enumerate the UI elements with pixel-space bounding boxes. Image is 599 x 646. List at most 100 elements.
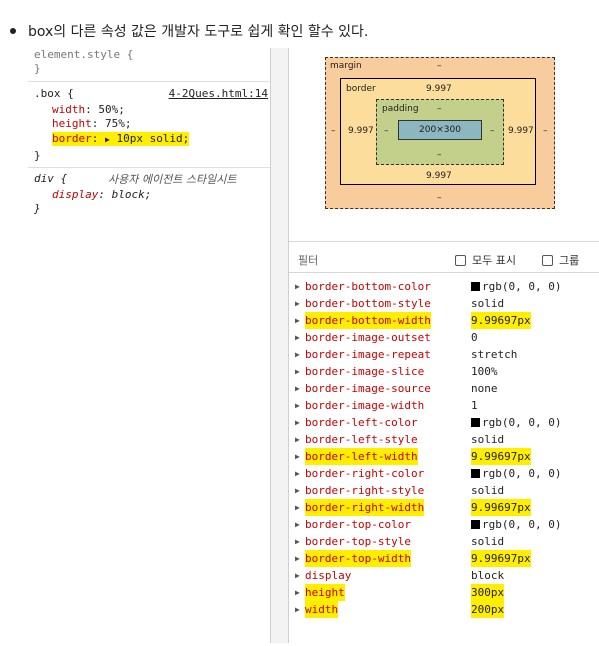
padding-left-value[interactable]: – bbox=[384, 126, 389, 136]
expand-triangle-icon[interactable]: ▶ bbox=[295, 571, 300, 580]
padding-bottom-value[interactable]: – bbox=[437, 150, 442, 160]
declaration-border-prop: border bbox=[52, 132, 92, 145]
computed-property-row[interactable]: ▶ border-image-repeat stretch bbox=[292, 346, 599, 363]
element-style-selector[interactable]: element.style { bbox=[34, 48, 134, 61]
box-source-link[interactable]: 4-2Ques.html:14 bbox=[168, 87, 268, 100]
computed-property-value: solid bbox=[471, 533, 504, 550]
pane-divider-right bbox=[288, 48, 289, 643]
computed-property-value-text: 9.99697px bbox=[471, 450, 531, 463]
show-all-label: 모두 표시 bbox=[472, 254, 516, 267]
expand-triangle-icon[interactable]: ▶ bbox=[295, 350, 300, 359]
expand-triangle-icon[interactable]: ▶ bbox=[295, 486, 300, 495]
expand-triangle-icon[interactable]: ▶ bbox=[295, 367, 300, 376]
expand-triangle-icon[interactable]: ▶ bbox=[295, 537, 300, 546]
padding-top-value[interactable]: – bbox=[437, 104, 442, 114]
shorthand-expand-arrow-icon[interactable]: ▶ bbox=[105, 135, 110, 144]
computed-property-row[interactable]: ▶ border-right-width 9.99697px bbox=[292, 499, 599, 516]
expand-triangle-icon[interactable]: ▶ bbox=[295, 605, 300, 614]
expand-triangle-icon[interactable]: ▶ bbox=[295, 520, 300, 529]
show-all-checkbox-box[interactable] bbox=[455, 254, 466, 266]
computed-property-value: rgb(0, 0, 0) bbox=[471, 465, 561, 482]
expand-triangle-icon[interactable]: ▶ bbox=[295, 435, 300, 444]
computed-property-value: 0 bbox=[471, 329, 478, 346]
margin-top-value[interactable]: – bbox=[437, 61, 442, 71]
declaration-height[interactable]: height: 75%; bbox=[52, 117, 132, 130]
computed-property-value: 9.99697px bbox=[471, 499, 531, 516]
declaration-display-prop: display bbox=[52, 188, 99, 201]
heading-text: box의 다른 속성 값은 개발자 도구로 쉽게 확인 할수 있다. bbox=[28, 24, 369, 40]
box-model-content[interactable]: 200×300 bbox=[398, 120, 482, 140]
declaration-display: display: block; bbox=[52, 188, 152, 201]
expand-triangle-icon[interactable]: ▶ bbox=[295, 452, 300, 461]
color-swatch-icon[interactable] bbox=[471, 520, 480, 529]
expand-triangle-icon[interactable]: ▶ bbox=[295, 299, 300, 308]
border-right-value[interactable]: 9.997 bbox=[508, 126, 534, 136]
computed-property-value-text: 9.99697px bbox=[471, 501, 531, 514]
computed-property-name: border-top-width bbox=[305, 550, 411, 567]
declaration-border[interactable]: border: ▶ 10px solid; bbox=[52, 132, 190, 146]
expand-triangle-icon[interactable]: ▶ bbox=[295, 418, 300, 427]
computed-property-name: display bbox=[305, 569, 352, 582]
computed-property-name: border-image-repeat bbox=[305, 348, 431, 361]
group-checkbox-box[interactable] bbox=[542, 254, 553, 266]
rule-separator bbox=[28, 167, 270, 168]
computed-property-value: rgb(0, 0, 0) bbox=[471, 278, 561, 295]
filter-input[interactable]: 필터 bbox=[298, 254, 319, 267]
padding-right-value[interactable]: – bbox=[490, 126, 495, 136]
computed-property-value: none bbox=[471, 380, 498, 397]
expand-triangle-icon[interactable]: ▶ bbox=[295, 384, 300, 393]
group-checkbox[interactable]: 그룹 bbox=[542, 252, 579, 268]
border-top-value[interactable]: 9.997 bbox=[426, 84, 452, 94]
declaration-display-value: block; bbox=[111, 188, 152, 201]
margin-right-value[interactable]: – bbox=[543, 126, 548, 136]
margin-left-value[interactable]: – bbox=[331, 126, 336, 136]
color-swatch-icon[interactable] bbox=[471, 469, 480, 478]
expand-triangle-icon[interactable]: ▶ bbox=[295, 588, 300, 597]
computed-property-name: border-top-style bbox=[305, 535, 411, 548]
pane-divider[interactable] bbox=[270, 48, 271, 643]
declaration-width[interactable]: width: 50%; bbox=[52, 103, 125, 116]
expand-triangle-icon[interactable]: ▶ bbox=[295, 503, 300, 512]
box-selector[interactable]: .box { bbox=[34, 87, 74, 100]
heading-line: box의 다른 속성 값은 개발자 도구로 쉽게 확인 할수 있다. bbox=[10, 20, 368, 42]
color-swatch-icon[interactable] bbox=[471, 282, 480, 291]
expand-triangle-icon[interactable]: ▶ bbox=[295, 333, 300, 342]
expand-triangle-icon[interactable]: ▶ bbox=[295, 282, 300, 291]
computed-property-name: border-right-width bbox=[305, 499, 425, 516]
expand-triangle-icon[interactable]: ▶ bbox=[295, 554, 300, 563]
computed-property-row[interactable]: ▶ border-top-style solid bbox=[292, 533, 599, 550]
margin-bottom-value[interactable]: – bbox=[437, 193, 442, 203]
color-swatch-icon[interactable] bbox=[471, 418, 480, 427]
computed-property-name: width bbox=[305, 601, 339, 618]
expand-triangle-icon[interactable]: ▶ bbox=[295, 316, 300, 325]
filter-separator bbox=[289, 272, 599, 273]
border-left-value[interactable]: 9.997 bbox=[348, 126, 374, 136]
show-all-checkbox[interactable]: 모두 표시 bbox=[455, 252, 516, 268]
expand-triangle-icon[interactable]: ▶ bbox=[295, 469, 300, 478]
expand-triangle-icon[interactable]: ▶ bbox=[295, 401, 300, 410]
computed-property-value-text: stretch bbox=[471, 348, 518, 361]
computed-property-value-text: rgb(0, 0, 0) bbox=[482, 518, 562, 531]
div-close: } bbox=[34, 202, 41, 215]
border-bottom-value[interactable]: 9.997 bbox=[426, 171, 452, 181]
div-selector[interactable]: div { bbox=[34, 172, 68, 185]
declaration-width-prop: width bbox=[52, 103, 86, 116]
computed-property-name: border-bottom-style bbox=[305, 297, 431, 310]
